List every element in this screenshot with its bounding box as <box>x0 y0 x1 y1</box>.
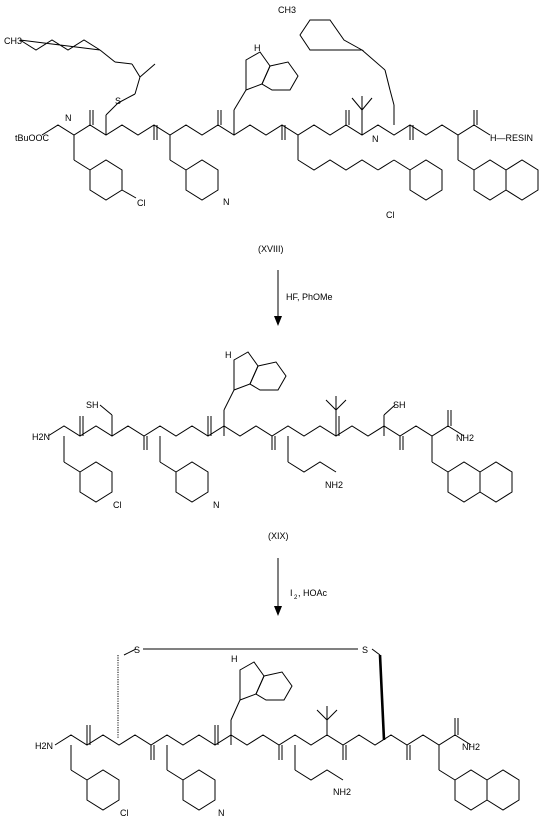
c19-indole-h-label: H <box>225 350 232 360</box>
compound-xviii: tBuOOC N Cl S CH3 CH3 H N Cl N H—RESIN (… <box>4 5 539 254</box>
c19-h2n-label: H2N <box>32 432 50 442</box>
c18-indole-n-label: H <box>254 43 261 53</box>
step2-reagents-sub: 2 <box>294 595 298 601</box>
c18-nh-label: N <box>65 113 72 123</box>
reaction-arrow-2: I 2 , HOAc <box>274 558 328 616</box>
step2-reagents-suffix: , HOAc <box>298 588 328 598</box>
c18-resin-label: H—RESIN <box>490 133 533 143</box>
c18-ch3-right-label: CH3 <box>278 5 296 15</box>
c19-pyridine-n-label: N <box>213 500 220 510</box>
final-s-right-label: S <box>362 645 368 655</box>
c19-compound-label: (XIX) <box>268 531 289 541</box>
step1-reagents: HF, PhOMe <box>286 292 333 302</box>
final-cl-label: Cl <box>120 808 129 818</box>
c18-nh-xviii-label: N <box>372 134 379 144</box>
c18-boc-label: tBuOOC <box>15 133 50 143</box>
reaction-arrow-1: HF, PhOMe <box>274 270 333 326</box>
c18-cl2-label: Cl <box>386 210 395 220</box>
final-indole-h-label: H <box>231 654 238 664</box>
c19-sh-left-label: SH <box>86 400 99 410</box>
final-pyridine-n-label: N <box>218 808 225 818</box>
compound-final: H2N S S Cl N H NH2 NH2 <box>35 645 520 818</box>
c19-cl-label: Cl <box>113 500 122 510</box>
c18-s-label: S <box>115 96 121 106</box>
step2-reagents-prefix: I <box>290 588 293 598</box>
c18-ch3-left-label: CH3 <box>4 36 22 46</box>
c18-compound-label: (XVIII) <box>258 244 284 254</box>
c19-nh2-lys-label: NH2 <box>325 480 343 490</box>
c18-pyridine-n-label: N <box>223 197 230 207</box>
final-nh2-end-label: NH2 <box>462 742 480 752</box>
final-h2n-label: H2N <box>35 741 53 751</box>
compound-xix: H2N SH SH Cl N H NH2 NH2 (XIX) <box>32 350 513 541</box>
c19-nh2-end-label: NH2 <box>456 433 474 443</box>
final-nh2-lys-label: NH2 <box>333 787 351 797</box>
c19-sh-right-label: SH <box>393 400 406 410</box>
c18-cl-label: Cl <box>137 198 146 208</box>
final-s-left-label: S <box>134 645 140 655</box>
